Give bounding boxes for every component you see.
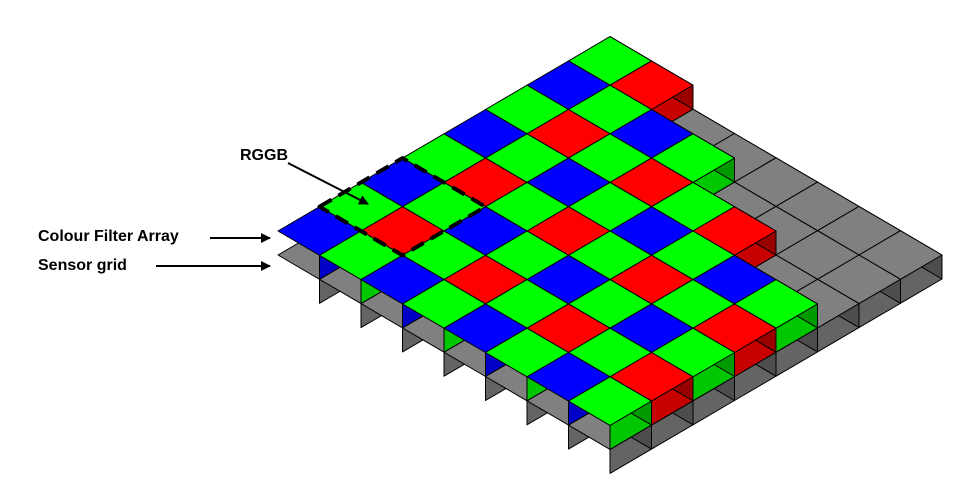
filter-green-top-face [568, 376, 652, 426]
sensor-grid-label: Sensor grid [38, 257, 127, 274]
rggb-arrow [287, 162, 369, 205]
rggb-block-outline [317, 156, 488, 258]
colour-filter-array-label: Colour Filter Array [38, 228, 179, 245]
colour-filter-array [277, 36, 818, 450]
rggb-label: RGGB [240, 147, 288, 164]
